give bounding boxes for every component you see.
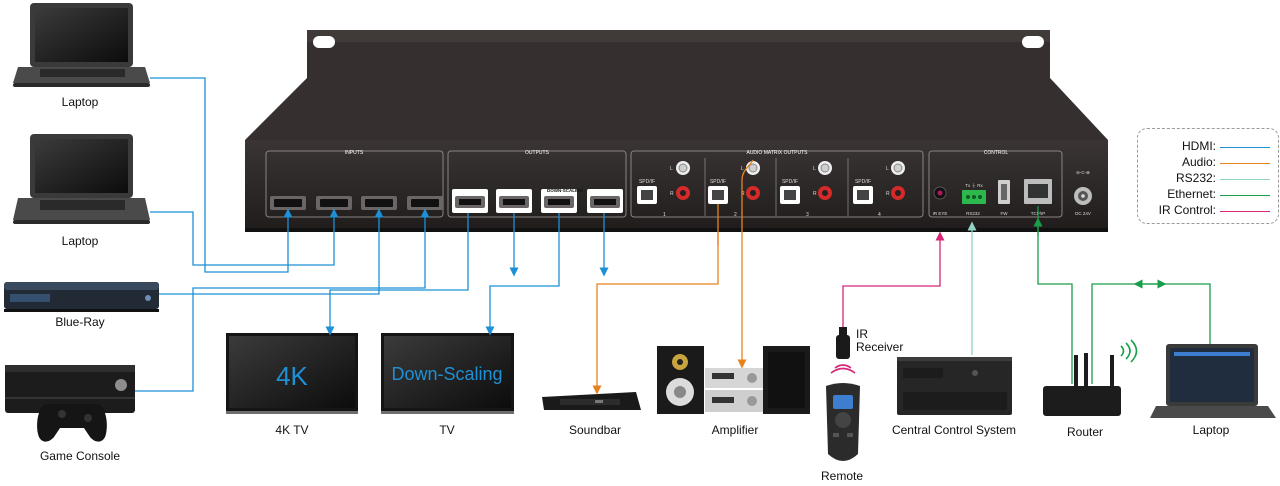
spdif-label-3: SPD/IF (782, 179, 798, 185)
hdmi-output-port-3 (541, 189, 577, 213)
router-label: Router (1066, 425, 1104, 439)
audio-cables (592, 159, 754, 395)
hdmi-input-port-3 (361, 196, 397, 210)
legend-swatch-ir (1220, 211, 1270, 212)
audio-number-1: 1 (663, 212, 666, 218)
legend-label-ethernet: Ethernet: (1167, 187, 1216, 201)
laptop-2 (13, 134, 150, 224)
hdmi-input-port-2 (316, 196, 352, 210)
router (1043, 339, 1138, 416)
amplifier-label: Amplifier (711, 423, 759, 437)
downscaling-label: DOWN-SCALING (547, 188, 583, 193)
ir-eye-label: IR EYE (933, 211, 948, 216)
tv-4k: 4K (226, 333, 358, 414)
tv-label: TV (439, 423, 455, 437)
audio-l-label-2: L (741, 166, 744, 172)
audio-r-label-2: R (741, 191, 745, 197)
tv-downscaling: Down-Scaling (381, 333, 514, 414)
ir-cable (842, 231, 945, 327)
hdmi-cables (135, 77, 609, 392)
txrx-label: Tx ⏚ Rx (965, 182, 983, 188)
audio-output-group-2: SPD/IF L R 2 (708, 161, 760, 218)
ir-receiver (836, 327, 850, 359)
laptop-3-label: Laptop (1192, 423, 1230, 437)
outputs-title: OUTPUTS (525, 150, 550, 156)
tv-screen-text: Down-Scaling (391, 364, 502, 384)
fw-usb-port: FW (998, 180, 1010, 216)
bluray-label: Blue-Ray (55, 315, 105, 329)
central-control-system (897, 357, 1012, 415)
audio-r-label-4: R (886, 191, 890, 197)
legend-row-ir: IR Control: (1138, 203, 1280, 219)
tv-4k-screen-text: 4K (276, 361, 308, 391)
soundbar (542, 392, 641, 410)
control-title: CONTROL (984, 150, 1009, 156)
central-control-label: Central Control System (891, 423, 1017, 437)
game-console-label: Game Console (39, 449, 121, 463)
audio-output-group-4: SPD/IF L R 4 (853, 161, 905, 218)
hdmi-output-port-2 (496, 189, 532, 213)
hdmi-output-port-4 (587, 189, 623, 213)
tv-4k-label: 4K TV (275, 423, 309, 437)
soundbar-label: Soundbar (568, 423, 622, 437)
hdmi-output-port-1 (452, 189, 488, 213)
cable-legend: HDMI: Audio: RS232: Ethernet: IR Control… (1137, 128, 1279, 224)
legend-label-audio: Audio: (1181, 155, 1216, 169)
audio-l-label-1: L (670, 166, 673, 172)
hdmi-input-port-1 (270, 196, 306, 210)
legend-label-rs232: RS232: (1175, 171, 1216, 185)
laptop-3 (1150, 344, 1276, 418)
legend-swatch-hdmi (1220, 147, 1270, 148)
audio-output-group-1: SPD/IF L R 1 (637, 161, 690, 218)
ir-eye-port: IR EYE (933, 186, 948, 216)
audio-number-2: 2 (734, 212, 737, 218)
matrix-switcher: INPUTS OUTPUTS AUDIO MATRIX OUTPUTS CONT… (245, 30, 1108, 232)
legend-row-rs232: RS232: (1138, 171, 1280, 187)
legend-swatch-ethernet (1220, 195, 1270, 196)
legend-swatch-audio (1220, 163, 1270, 164)
legend-row-hdmi: HDMI: (1138, 139, 1280, 155)
legend-row-audio: Audio: (1138, 155, 1280, 171)
audio-matrix-title: AUDIO MATRIX OUTPUTS (746, 150, 808, 156)
spdif-label-1: SPD/IF (639, 179, 655, 185)
ethernet-cables (1033, 206, 1211, 384)
laptop-1-label: Laptop (61, 95, 99, 109)
audio-l-label-4: L (886, 166, 889, 172)
amplifier-system (657, 346, 810, 414)
audio-r-label-1: R (670, 191, 674, 197)
dc-label: DC 24V (1075, 211, 1091, 216)
audio-output-group-3: SPD/IF L R 3 (780, 161, 832, 218)
legend-row-ethernet: Ethernet: (1138, 187, 1280, 203)
game-console (5, 365, 135, 442)
audio-number-4: 4 (878, 212, 881, 218)
spdif-label-2: SPD/IF (710, 179, 726, 185)
fw-label: FW (1001, 211, 1009, 216)
bluray-player (4, 282, 159, 312)
ir-receiver-label-line2: Receiver (856, 340, 904, 354)
inputs-title: INPUTS (345, 150, 364, 156)
audio-r-label-3: R (813, 191, 817, 197)
rs232-port: Tx ⏚ Rx RS232 (962, 182, 986, 216)
laptop-1 (13, 3, 150, 87)
legend-swatch-rs232 (1220, 179, 1270, 180)
dc-power-port: ⊖-C-⊕ DC 24V (1074, 170, 1092, 216)
audio-number-3: 3 (806, 212, 809, 218)
remote-label: Remote (820, 469, 864, 483)
ir-receiver-label-line1: IR (856, 327, 868, 341)
svg-text:⊖-C-⊕: ⊖-C-⊕ (1076, 170, 1090, 175)
legend-label-hdmi: HDMI: (1182, 139, 1216, 153)
spdif-label-4: SPD/IF (855, 179, 871, 185)
laptop-2-label: Laptop (61, 234, 99, 248)
audio-l-label-3: L (813, 166, 816, 172)
remote-control (826, 364, 860, 461)
hdmi-input-port-4 (407, 196, 443, 210)
legend-label-ir: IR Control: (1158, 203, 1216, 217)
rs232-label: RS232 (966, 211, 980, 216)
